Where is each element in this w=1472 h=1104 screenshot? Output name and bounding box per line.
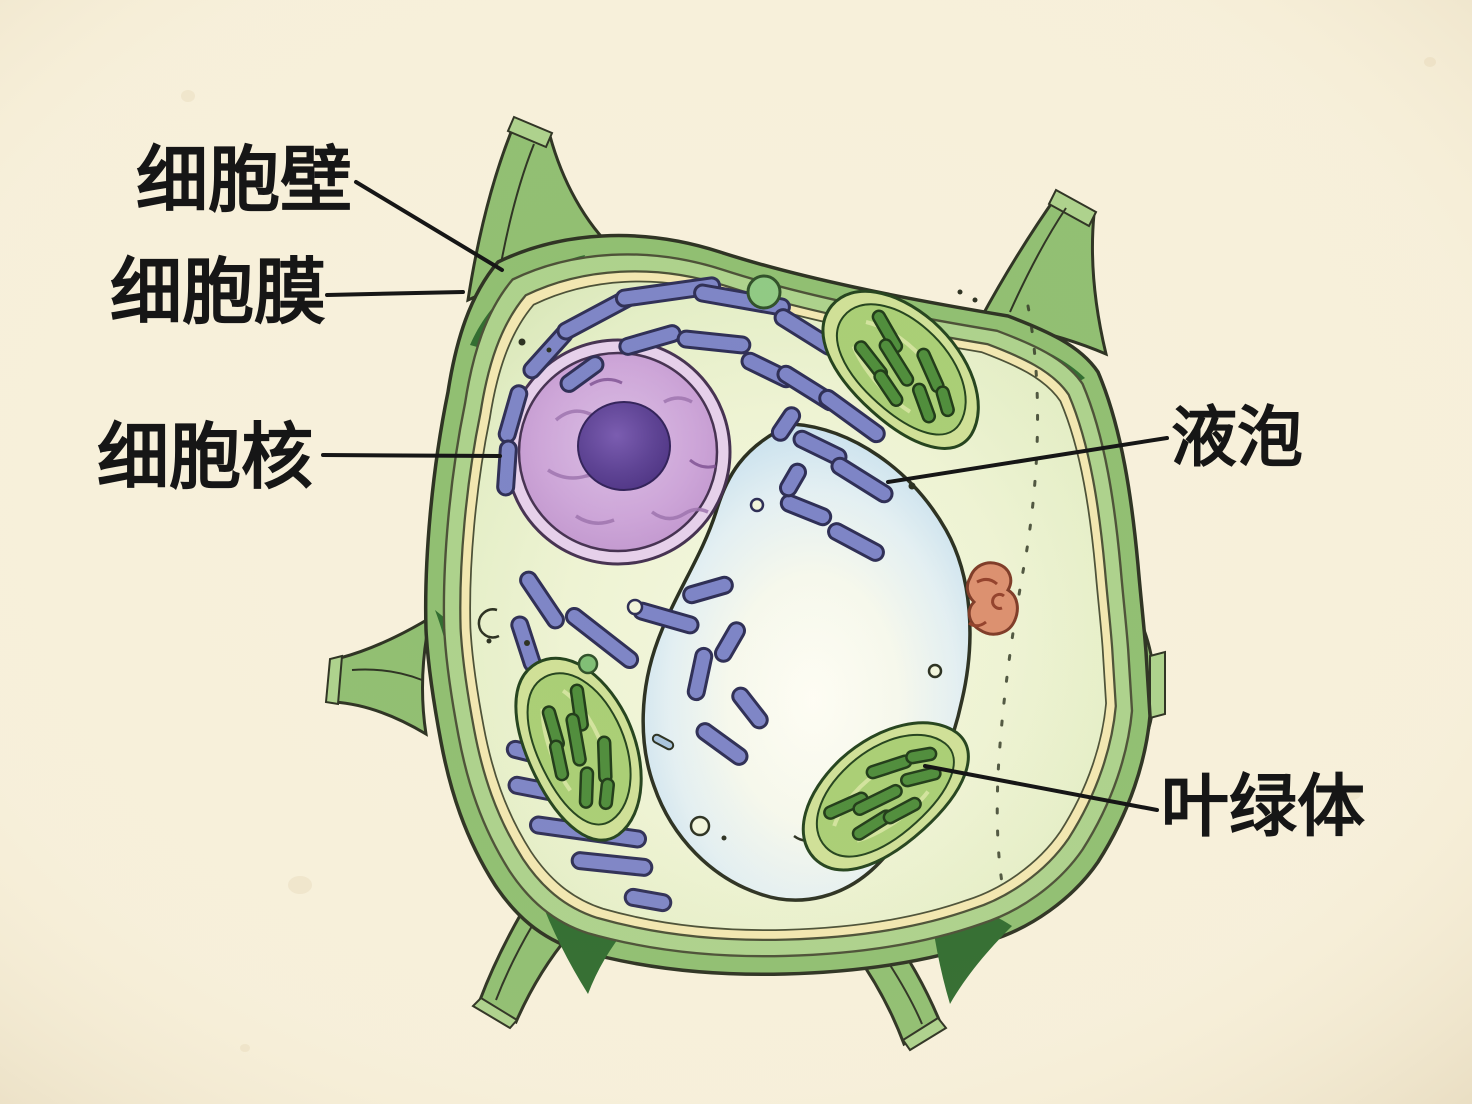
label-cell-nucleus: 细胞核: [97, 414, 313, 499]
vacuole-leader-line: [886, 436, 1169, 484]
label-cell-membrane: 细胞膜: [110, 249, 326, 334]
leader-lines: [321, 180, 1169, 812]
cell-membrane-leader-line: [325, 290, 465, 297]
label-chloroplast: 叶绿体: [1161, 767, 1365, 847]
label-vacuole: 液泡: [1171, 398, 1303, 476]
chloroplast-leader-line: [923, 764, 1159, 812]
cell-nucleus-leader-line: [321, 453, 502, 458]
label-cell-wall: 细胞壁: [136, 137, 352, 222]
cell-wall-leader-line: [354, 180, 504, 272]
